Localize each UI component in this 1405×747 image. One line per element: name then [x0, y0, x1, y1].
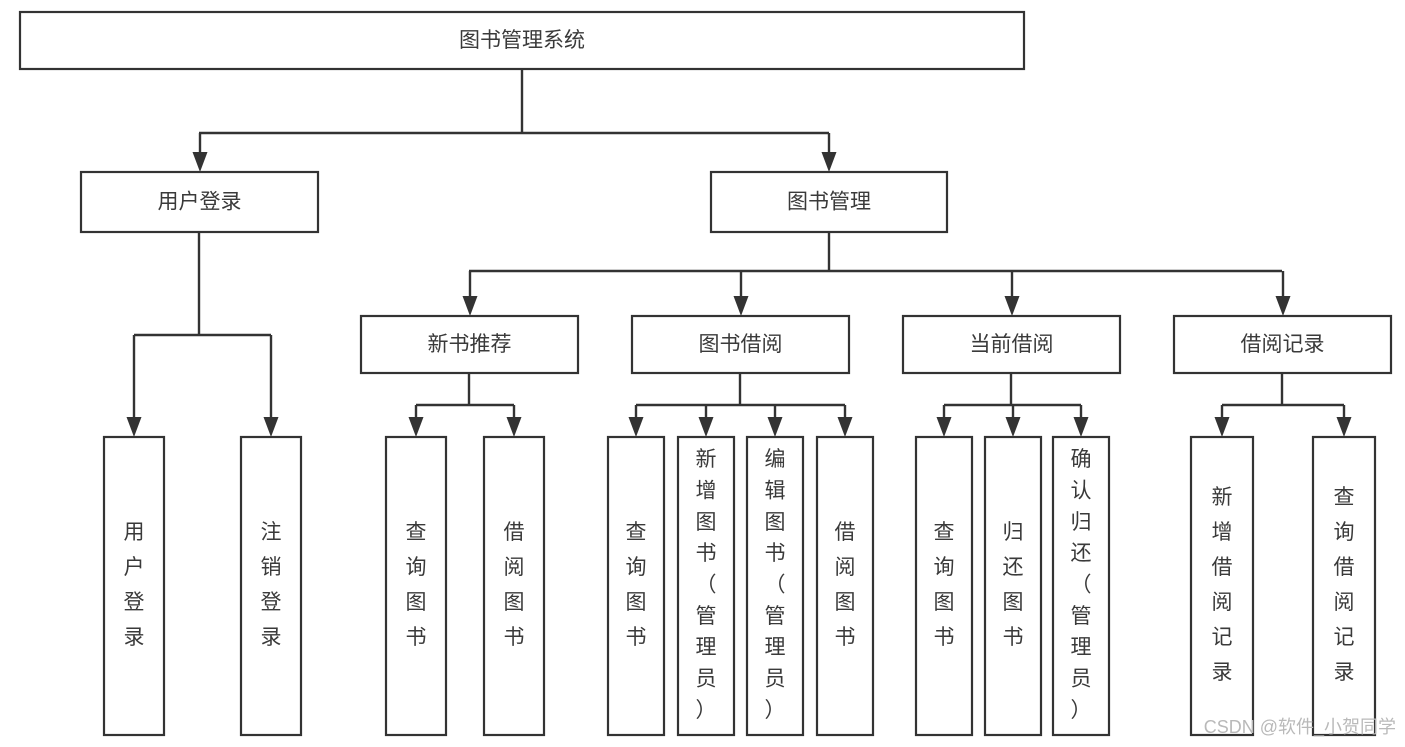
connector-arrowhead [506, 417, 522, 437]
connector-arrowhead [733, 296, 749, 316]
watermark-label: CSDN @软件_小贺同学 [1204, 717, 1396, 738]
node-leaf-add-book-admin[interactable]: 新增图书（管理员） [676, 435, 736, 737]
node-box[interactable] [1051, 435, 1111, 737]
node-box[interactable] [914, 435, 974, 737]
node-label: 新增图书（管理员） [696, 448, 717, 722]
node-leaf-edit-book-admin[interactable]: 编辑图书（管理员） [745, 435, 805, 737]
node-label: 查询图书 [934, 521, 955, 649]
connector-group [408, 373, 522, 437]
node-user-login[interactable]: 用户登录 [79, 170, 320, 234]
node-label: 注销登录 [261, 521, 282, 649]
node-label: 用户登录 [158, 191, 242, 214]
node-leaf-query-borrow-record[interactable]: 查询借阅记录 [1311, 435, 1377, 737]
node-label: 查询借阅记录 [1334, 486, 1355, 684]
node-box[interactable] [1172, 314, 1393, 375]
connector-arrowhead [263, 417, 279, 437]
node-label: 用户登录 [124, 521, 145, 649]
node-leaf-borrow-book-rec[interactable]: 借阅图书 [482, 435, 546, 737]
node-leaf-user-login[interactable]: 用户登录 [102, 435, 166, 737]
connector-group [192, 69, 837, 172]
node-label: 查询图书 [626, 521, 647, 649]
node-box[interactable] [709, 170, 949, 234]
node-box[interactable] [676, 435, 736, 737]
node-label: 新书推荐 [428, 333, 512, 356]
connector-group [628, 373, 853, 437]
node-label: 确认归还（管理员） [1071, 448, 1092, 722]
connector-arrowhead [1005, 417, 1021, 437]
node-label: 查询图书 [406, 521, 427, 649]
node-leaf-confirm-return-admin[interactable]: 确认归还（管理员） [1051, 435, 1111, 737]
connector-arrowhead [126, 417, 142, 437]
connector-group [936, 373, 1089, 437]
node-label: 借阅图书 [835, 521, 856, 649]
connector-group [126, 232, 279, 437]
node-leaf-add-borrow-record[interactable]: 新增借阅记录 [1189, 435, 1255, 737]
node-root[interactable]: 图书管理系统 [18, 10, 1026, 71]
node-book-manage[interactable]: 图书管理 [709, 170, 949, 234]
node-leaf-query-book-borrow[interactable]: 查询图书 [606, 435, 666, 737]
node-leaf-borrow-book[interactable]: 借阅图书 [815, 435, 875, 737]
node-label: 新增借阅记录 [1212, 486, 1233, 684]
node-box[interactable] [901, 314, 1122, 375]
node-box[interactable] [606, 435, 666, 737]
node-box[interactable] [18, 10, 1026, 71]
node-borrow-record[interactable]: 借阅记录 [1172, 314, 1393, 375]
connector-arrowhead [1336, 417, 1352, 437]
node-leaf-query-book-cur[interactable]: 查询图书 [914, 435, 974, 737]
connector-arrowhead [462, 296, 478, 316]
node-box[interactable] [745, 435, 805, 737]
connector-arrowhead [936, 417, 952, 437]
node-leaf-return-book[interactable]: 归还图书 [983, 435, 1043, 737]
node-current-borrow[interactable]: 当前借阅 [901, 314, 1122, 375]
connector-arrowhead [1073, 417, 1089, 437]
node-box[interactable] [630, 314, 851, 375]
node-box[interactable] [1189, 435, 1255, 737]
connector-arrowhead [698, 417, 714, 437]
node-box[interactable] [1311, 435, 1377, 737]
node-box[interactable] [359, 314, 580, 375]
node-box[interactable] [384, 435, 448, 737]
node-box[interactable] [983, 435, 1043, 737]
node-leaf-query-book-rec[interactable]: 查询图书 [384, 435, 448, 737]
connector-group [462, 232, 1291, 316]
node-label: 图书管理系统 [459, 29, 585, 52]
connector-arrowhead [1275, 296, 1291, 316]
node-book-borrow[interactable]: 图书借阅 [630, 314, 851, 375]
node-label: 图书借阅 [699, 333, 783, 356]
connector-arrowhead [408, 417, 424, 437]
connector-arrowhead [767, 417, 783, 437]
node-label: 归还图书 [1003, 521, 1024, 649]
connector-arrowhead [1004, 296, 1020, 316]
node-leaf-user-logout[interactable]: 注销登录 [239, 435, 303, 737]
node-label: 图书管理 [787, 191, 871, 214]
node-box[interactable] [239, 435, 303, 737]
connector-arrowhead [821, 152, 837, 172]
node-box[interactable] [815, 435, 875, 737]
node-box[interactable] [482, 435, 546, 737]
connector-group [1214, 373, 1352, 437]
node-label: 借阅图书 [504, 521, 525, 649]
connector-arrowhead [837, 417, 853, 437]
connector-arrowhead [1214, 417, 1230, 437]
connectors-layer [126, 69, 1352, 437]
node-label: 借阅记录 [1241, 333, 1325, 356]
node-box[interactable] [102, 435, 166, 737]
connector-arrowhead [192, 152, 208, 172]
node-new-book-rec[interactable]: 新书推荐 [359, 314, 580, 375]
node-label: 编辑图书（管理员） [765, 448, 786, 722]
node-box[interactable] [79, 170, 320, 234]
node-label: 当前借阅 [970, 333, 1054, 356]
connector-arrowhead [628, 417, 644, 437]
nodes-layer: 图书管理系统用户登录图书管理新书推荐图书借阅当前借阅借阅记录用户登录注销登录查询… [18, 10, 1393, 737]
